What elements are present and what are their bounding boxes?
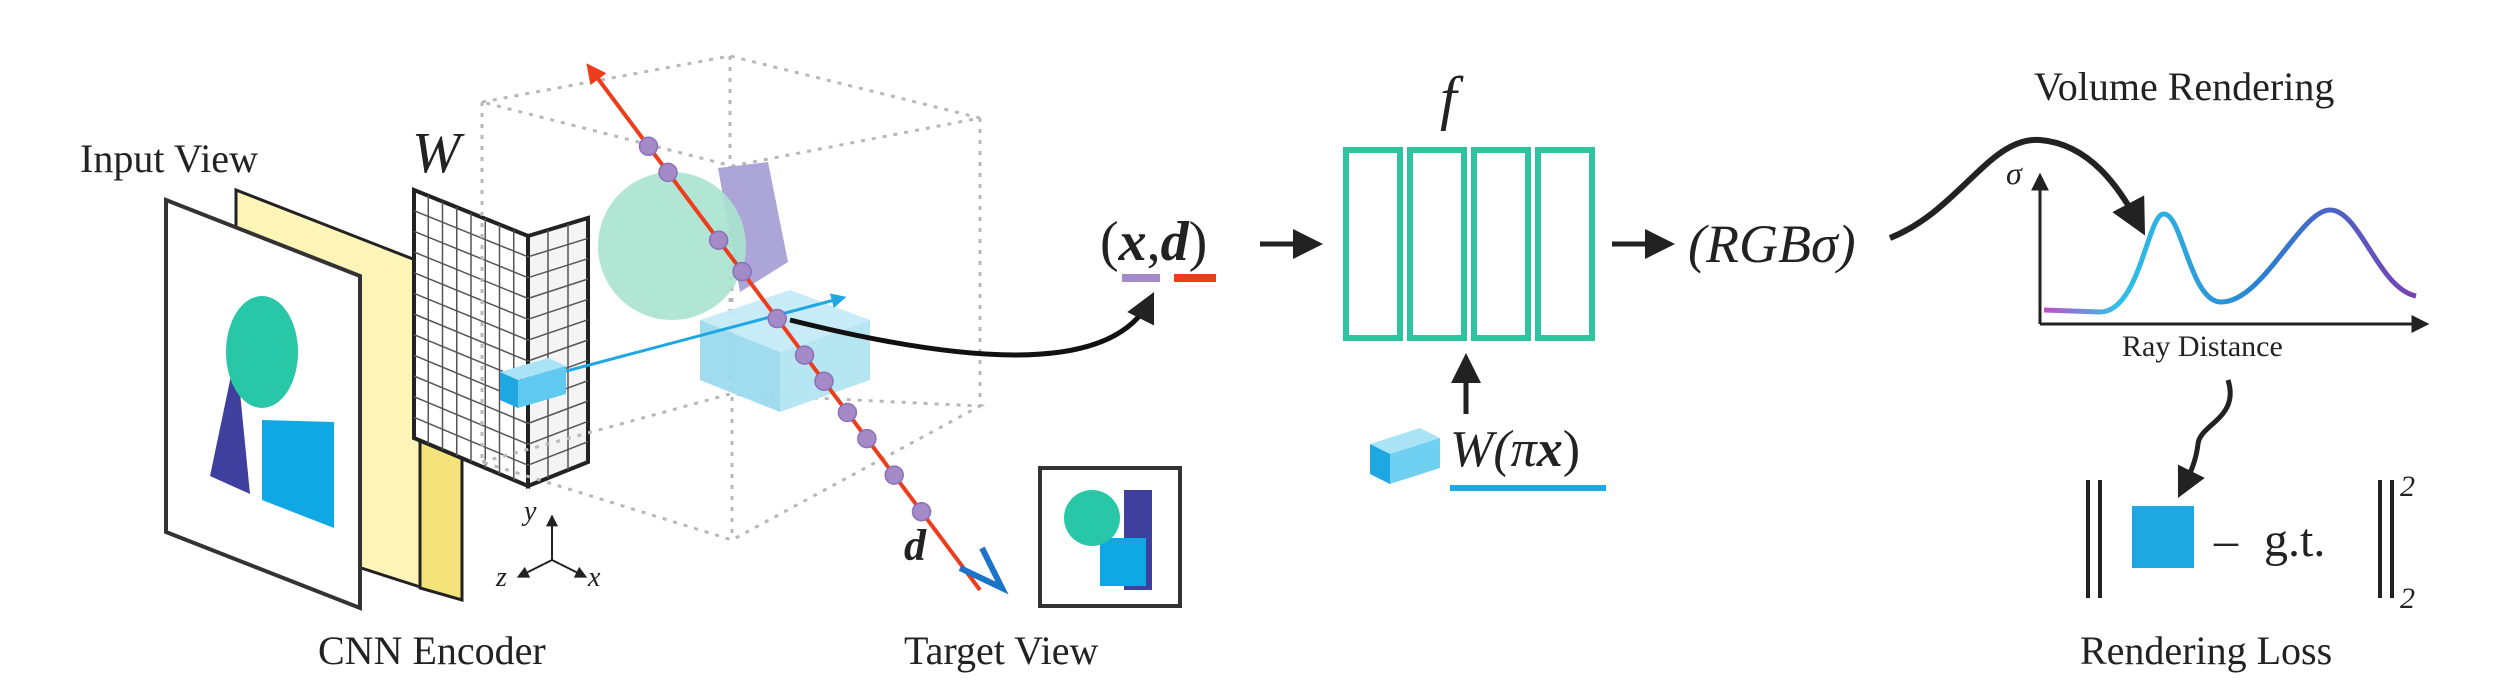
grid-line — [527, 318, 589, 341]
grid-line — [413, 230, 529, 279]
grid-line — [527, 339, 589, 362]
rendering-loss-label: Rendering Loss — [2080, 628, 2332, 673]
grid-feature-voxel — [500, 358, 566, 408]
grid-line — [527, 400, 589, 425]
ray-sample-point — [911, 501, 932, 522]
target-view-image — [1038, 466, 1182, 608]
cnn-encoder-label: CNN Encoder — [318, 628, 546, 673]
query-arrow — [789, 291, 1155, 358]
axis-indicator — [516, 514, 588, 578]
mlp-network — [1343, 147, 1595, 341]
mlp-layer — [1471, 147, 1531, 341]
feature-voxel-icon — [1370, 428, 1440, 484]
ray-sample-point — [638, 136, 659, 157]
navy-triangle-shape — [210, 352, 250, 494]
grid-line — [413, 292, 529, 341]
grid-line — [527, 237, 589, 258]
axis-y-label: y — [521, 496, 537, 527]
loss-subscript: 2 — [2400, 582, 2415, 615]
axis-z-label: z — [495, 562, 507, 593]
grid-line — [413, 271, 529, 321]
ray-sample-points — [638, 136, 932, 522]
ray-sample-point — [794, 345, 815, 365]
sigma-axis-label: σ — [2006, 155, 2023, 191]
target-view-label: Target View — [904, 628, 1098, 673]
mlp-layer — [1535, 147, 1595, 341]
blue-square-shape — [262, 420, 334, 528]
grid-line — [527, 298, 589, 321]
ray-sample-point — [857, 428, 877, 449]
grid-line — [413, 375, 529, 425]
target-camera — [958, 546, 1009, 595]
input-tuple: (x,d) — [1100, 211, 1216, 282]
grid-line — [527, 257, 589, 279]
rendered-pixel — [2132, 506, 2194, 568]
ray-sample-point — [767, 308, 787, 329]
rendering-loss-expression — [2086, 480, 2394, 598]
ray-sample-point — [884, 465, 904, 485]
volume-rendering-label: Volume Rendering — [2034, 64, 2334, 109]
ray-sample-point — [814, 371, 834, 391]
grid-line — [413, 395, 529, 446]
loss-ground-truth: g.t. — [2264, 514, 2325, 567]
axis-x-label: x — [587, 562, 601, 593]
teal-ellipse-shape — [226, 296, 298, 408]
density-plot — [2031, 172, 2430, 333]
mlp-layer — [1343, 147, 1403, 341]
feature-query-expression: W(πx) — [1450, 421, 1580, 478]
input-view-label: Input View — [80, 136, 258, 181]
grid-line — [527, 278, 589, 300]
grid-line — [413, 209, 529, 258]
grid-line — [413, 416, 529, 466]
loss-minus: – — [2213, 514, 2239, 567]
grid-line — [527, 440, 589, 466]
view-direction-d-label: d — [904, 521, 927, 570]
ray-sample-point — [837, 402, 858, 423]
to-loss-arrow — [2177, 379, 2233, 499]
svg-text:(x,d): (x,d) — [1100, 211, 1207, 273]
ray-sample-point — [658, 162, 678, 183]
sphere-object — [598, 172, 746, 320]
cnn-feature-grid — [412, 187, 590, 490]
ray-sample-point — [732, 261, 752, 282]
mlp-layer — [1407, 147, 1467, 341]
grid-line — [527, 420, 589, 446]
to-volume-rendering-arrow — [1888, 136, 2146, 241]
ray-sample-point — [708, 230, 729, 251]
mlp-f-label: f — [1440, 65, 1464, 131]
density-curve — [2043, 207, 2417, 315]
input-image — [164, 197, 362, 611]
grid-line — [413, 251, 529, 300]
encoder-W-label: W — [412, 120, 465, 185]
output-rgb-sigma: (RGBσ) — [1688, 214, 1856, 274]
ray-distance-label: Ray Distance — [2122, 330, 2283, 363]
loss-superscript: 2 — [2400, 470, 2415, 503]
cube-object — [700, 290, 870, 412]
camera-ray — [586, 63, 982, 592]
grid-line — [413, 313, 529, 362]
